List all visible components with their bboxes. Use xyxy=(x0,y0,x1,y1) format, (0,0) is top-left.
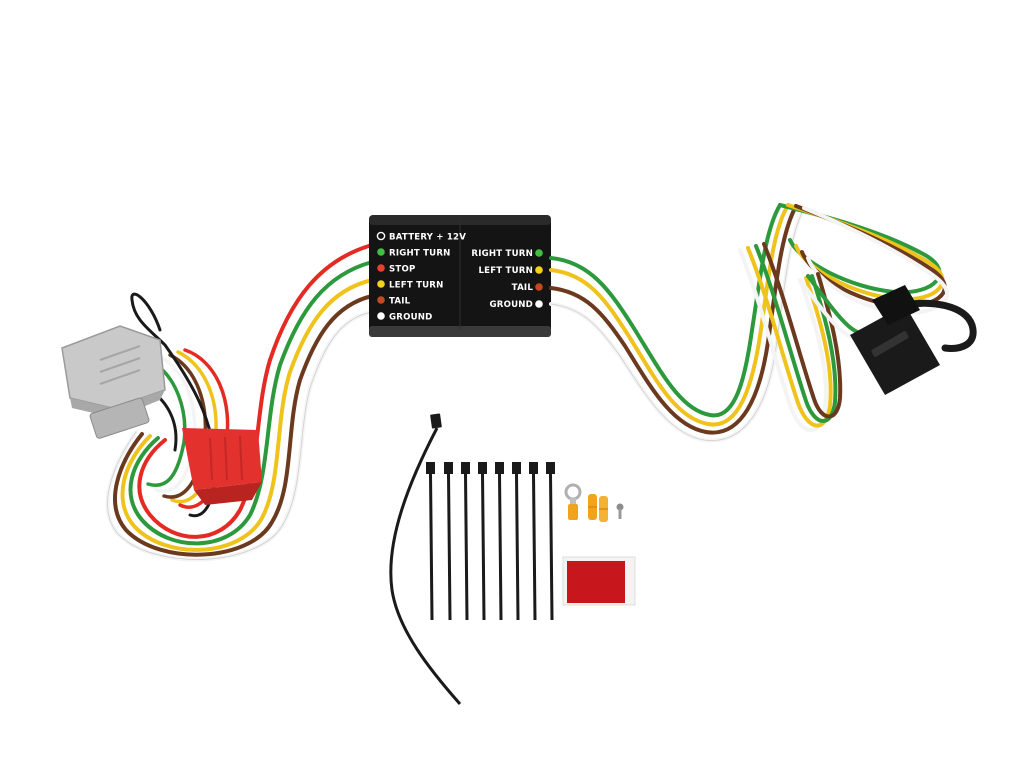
label-battery: BATTERY + 12V xyxy=(376,231,466,243)
converter-module: BATTERY + 12V RIGHT TURN STOP LEFT TURN … xyxy=(369,215,551,337)
long-cable-tie xyxy=(389,413,462,705)
label-right-turn-out-text: RIGHT TURN xyxy=(471,249,533,259)
ground-out-dot xyxy=(535,300,543,308)
right-turn-indicator-dot xyxy=(377,248,385,256)
cable-tie xyxy=(495,462,504,621)
cable-tie xyxy=(444,462,453,621)
label-ground-in-text: GROUND xyxy=(389,313,432,323)
label-right-turn-out: RIGHT TURN xyxy=(471,249,543,259)
label-left-turn-out: LEFT TURN xyxy=(478,266,543,276)
ground-indicator-dot xyxy=(377,312,385,320)
flat-4-trailer-connector xyxy=(850,285,977,395)
label-right-turn-in-text: RIGHT TURN xyxy=(389,249,451,259)
label-left-turn-in: LEFT TURN xyxy=(377,280,444,291)
grey-plug-connector xyxy=(61,325,166,439)
label-tail-out: TAIL xyxy=(512,283,543,293)
cable-tie xyxy=(546,462,555,621)
cable-tie xyxy=(512,462,521,621)
cable-tie xyxy=(461,462,470,621)
right-output-labels: RIGHT TURN LEFT TURN TAIL GROUND xyxy=(471,249,543,310)
butt-connectors xyxy=(588,494,608,522)
red-fuse-holder xyxy=(182,428,262,505)
label-tail-in-text: TAIL xyxy=(389,297,411,307)
label-left-turn-out-text: LEFT TURN xyxy=(478,266,533,276)
label-stop-text: STOP xyxy=(389,265,415,275)
label-ground-out: GROUND xyxy=(490,300,543,310)
cable-tie xyxy=(529,462,538,621)
label-ground-out-text: GROUND xyxy=(490,300,533,310)
short-cable-ties xyxy=(426,462,555,621)
battery-indicator-dot xyxy=(376,231,386,241)
left-input-labels: BATTERY + 12V RIGHT TURN STOP LEFT TURN … xyxy=(376,231,466,323)
label-left-turn-in-text: LEFT TURN xyxy=(389,281,444,291)
label-tail-out-text: TAIL xyxy=(512,283,534,293)
left-turn-out-dot xyxy=(535,266,543,274)
screw xyxy=(616,503,624,519)
adhesive-pad xyxy=(562,556,636,606)
left-wire-harness xyxy=(105,243,374,562)
stop-indicator-dot xyxy=(377,264,385,272)
label-battery-text: BATTERY + 12V xyxy=(389,233,466,243)
label-stop: STOP xyxy=(377,264,415,275)
right-turn-out-dot xyxy=(535,249,543,257)
right-wire-harness xyxy=(549,203,949,443)
cable-tie xyxy=(478,462,487,621)
cable-tie xyxy=(426,462,435,621)
ring-terminal xyxy=(564,483,582,520)
label-ground-in: GROUND xyxy=(377,312,432,323)
label-tail-in: TAIL xyxy=(377,296,411,307)
left-turn-indicator-dot xyxy=(377,280,385,288)
label-right-turn-in: RIGHT TURN xyxy=(377,248,451,259)
tail-indicator-dot xyxy=(377,296,385,304)
tail-out-dot xyxy=(535,283,543,291)
